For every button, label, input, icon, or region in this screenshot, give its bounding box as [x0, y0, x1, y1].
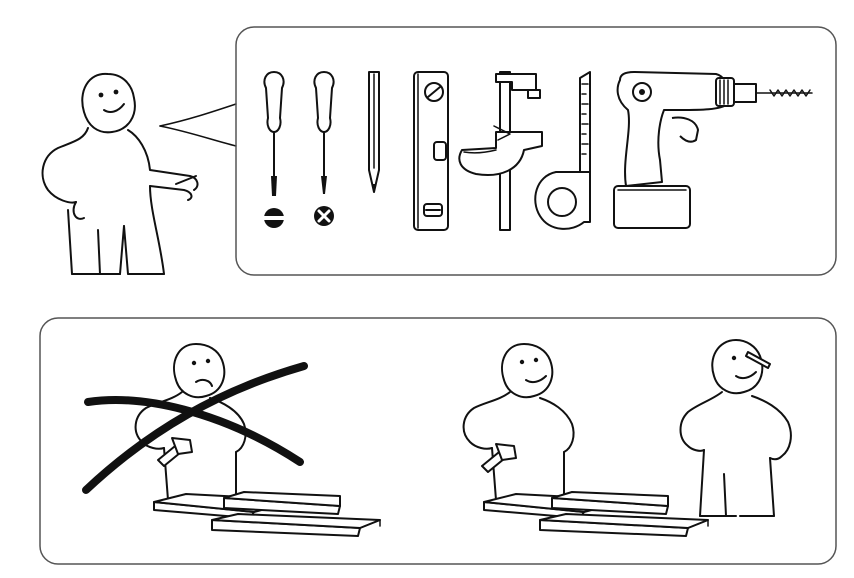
single-person-scene [82, 343, 381, 537]
phillips-screwdriver-icon [313, 71, 335, 226]
cross-stroke-1 [84, 396, 304, 466]
assembly-panel [39, 317, 837, 565]
spirit-level-icon [413, 71, 449, 231]
assembler-figure [462, 343, 575, 501]
tape-measure-icon [534, 71, 591, 230]
flathead-screwdriver-icon [263, 71, 285, 228]
cross-stroke-2 [82, 362, 308, 494]
cordless-drill-icon [613, 71, 813, 229]
bar-clamp-icon [458, 71, 543, 231]
pencil-icon [368, 71, 380, 193]
two-person-scene [462, 339, 792, 537]
planks-left [153, 491, 381, 537]
lone-assembler-figure [134, 343, 247, 501]
tools-panel [235, 26, 837, 276]
planks-right [483, 491, 709, 537]
presenter-figure [41, 72, 237, 275]
helper-figure [679, 339, 792, 517]
pencil-behind-ear-icon [745, 351, 771, 369]
